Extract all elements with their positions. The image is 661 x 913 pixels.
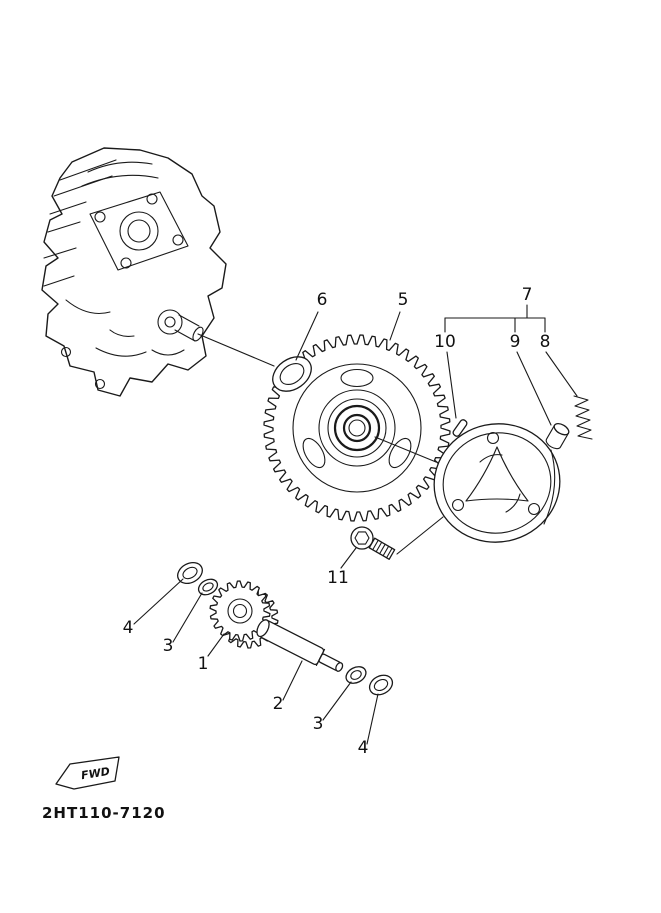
engine-block-drawing xyxy=(41,147,227,397)
callout-label-3b: 3 xyxy=(313,714,324,734)
clutch-drum-part-7 xyxy=(433,423,561,543)
part-code: 2HT110-7120 xyxy=(42,804,166,822)
driven-gear-part-5 xyxy=(263,334,451,522)
callout-label-3a: 3 xyxy=(163,636,174,656)
washer-part-3-left xyxy=(197,578,219,596)
axis-line-left xyxy=(197,333,275,367)
callout-labels: 6 5 7 10 9 8 11 4 3 1 2 3 4 xyxy=(123,285,551,758)
pin-part-10 xyxy=(452,419,468,437)
callout-label-2: 2 xyxy=(273,694,284,714)
callout-label-5: 5 xyxy=(398,290,409,310)
fwd-label: FWD xyxy=(80,765,110,782)
callout-label-8: 8 xyxy=(540,332,551,352)
callout-label-4a: 4 xyxy=(123,618,134,638)
spring-part-8 xyxy=(573,395,593,440)
callout-label-11: 11 xyxy=(327,568,349,588)
fwd-flag: FWD xyxy=(55,756,120,790)
bolt-part-11 xyxy=(350,516,444,560)
callout-label-7: 7 xyxy=(522,285,533,305)
washer-part-6 xyxy=(272,356,312,392)
shaft-part-2 xyxy=(256,619,344,672)
callout-label-6: 6 xyxy=(317,290,328,310)
axis-line-right xyxy=(374,436,437,463)
plunger-part-9 xyxy=(545,422,570,450)
callout-label-9: 9 xyxy=(510,332,521,352)
callout-label-4b: 4 xyxy=(358,738,369,758)
washer-part-3-right xyxy=(345,666,367,684)
circlip-part-4-left xyxy=(177,561,203,585)
callout-label-10: 10 xyxy=(434,332,456,352)
circlip-part-4-right xyxy=(368,674,394,696)
leader-lines xyxy=(133,304,578,745)
callout-label-1: 1 xyxy=(198,654,209,674)
